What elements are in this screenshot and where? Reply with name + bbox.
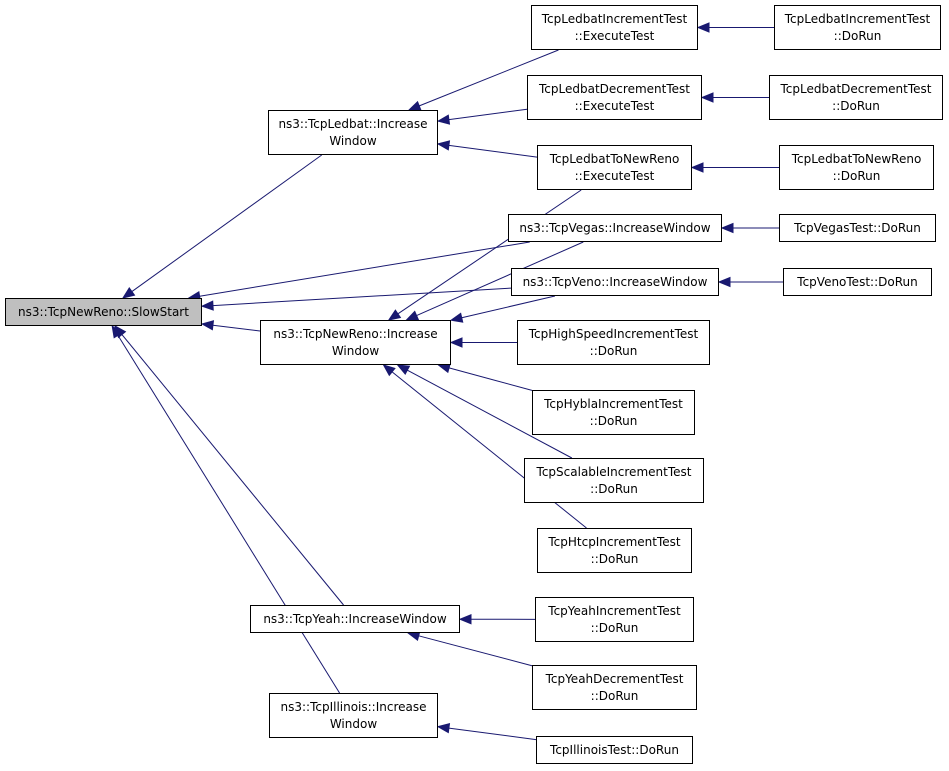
node-label-line: TcpLedbatIncrementTest bbox=[784, 11, 931, 26]
node-label-line: ::DoRun bbox=[832, 98, 880, 113]
node-label-line: ::DoRun bbox=[590, 620, 639, 635]
edge-yeah_iw-to-root bbox=[121, 334, 344, 606]
arrowhead-ledbat_dec_run-to-ledbat_dec_exec bbox=[700, 92, 714, 103]
node-vegas-dorun[interactable]: TcpVegasTest::DoRun bbox=[779, 214, 936, 242]
arrowhead-ledbat_nr_exec-to-ledbat_iw bbox=[436, 140, 451, 151]
arrowhead-highspeed_run-to-newreno_iw bbox=[449, 337, 463, 348]
node-label-line: ::DoRun bbox=[832, 168, 881, 183]
node-label-line: TcpLedbatDecrementTest bbox=[539, 81, 690, 96]
node-ledbat-tonewreno-dorun[interactable]: TcpLedbatToNewReno::DoRun bbox=[779, 145, 934, 190]
arrowhead-veno_run-to-veno_iw bbox=[717, 276, 731, 288]
node-scalable-increment-dorun[interactable]: TcpScalableIncrementTest::DoRun bbox=[524, 458, 704, 503]
node-yeah-decrement-dorun[interactable]: TcpYeahDecrementTest::DoRun bbox=[532, 665, 697, 710]
node-label-line: TcpLedbatIncrementTest bbox=[541, 11, 688, 26]
node-label-line: ::DoRun bbox=[590, 688, 639, 703]
node-label-line: ns3::TcpYeah::IncreaseWindow bbox=[263, 611, 447, 626]
node-label-line: ::ExecuteTest bbox=[574, 98, 655, 113]
arrowhead-vegas_run-to-vegas_iw bbox=[720, 222, 734, 234]
arrowhead-vegas_iw-to-newreno_iw bbox=[405, 310, 420, 321]
node-label-line: ::DoRun bbox=[590, 481, 638, 496]
arrowhead-ledbat_dec_exec-to-ledbat_iw bbox=[436, 114, 451, 125]
node-label-line: ns3::TcpVeno::IncreaseWindow bbox=[522, 274, 708, 289]
node-ledbat-increment-dorun[interactable]: TcpLedbatIncrementTest::DoRun bbox=[774, 5, 941, 50]
edge-veno_iw-to-newreno_iw bbox=[461, 295, 556, 319]
edge-illinois_run-to-illinois_iw bbox=[448, 727, 537, 741]
node-label-line: ::DoRun bbox=[589, 343, 638, 358]
node-label-line: ns3::TcpNewReno::Increase bbox=[273, 326, 438, 341]
node-ledbat-decrement-executetest[interactable]: TcpLedbatDecrementTest::ExecuteTest bbox=[527, 75, 702, 120]
arrowhead-ledbat_iw-to-root bbox=[121, 287, 136, 299]
arrowhead-veno_iw-to-newreno_iw bbox=[449, 312, 464, 323]
arrowhead-veno_iw-to-root bbox=[200, 300, 214, 311]
edge-ledbat_nr_exec-to-ledbat_iw bbox=[448, 144, 538, 158]
node-ledbat-increment-executetest[interactable]: TcpLedbatIncrementTest::ExecuteTest bbox=[531, 5, 698, 50]
arrowhead-ledbat_inc_run-to-ledbat_inc_exec bbox=[696, 22, 710, 33]
edge-ledbat_iw-to-root bbox=[131, 154, 323, 292]
node-label-line: ::ExecuteTest bbox=[574, 28, 655, 43]
node-label-line: TcpVenoTest::DoRun bbox=[797, 274, 918, 289]
node-label-line: ::DoRun bbox=[833, 28, 882, 43]
edge-ledbat_dec_exec-to-ledbat_iw bbox=[448, 108, 528, 121]
node-label-line: TcpYeahDecrementTest bbox=[545, 671, 684, 686]
node-label-line: ns3::TcpNewReno::SlowStart bbox=[18, 304, 189, 319]
edge-yeah_dec_run-to-yeah_iw bbox=[418, 635, 533, 667]
node-ledbat-decrement-dorun[interactable]: TcpLedbatDecrementTest::DoRun bbox=[769, 75, 943, 120]
arrowhead-scalable_run-to-newreno_iw bbox=[396, 364, 411, 376]
node-vegas-increasewindow[interactable]: ns3::TcpVegas::IncreaseWindow bbox=[508, 214, 722, 242]
edge-newreno_iw-to-root bbox=[212, 324, 261, 332]
node-label-line: TcpHyblaIncrementTest bbox=[544, 396, 683, 411]
node-label-line: TcpLedbatDecrementTest bbox=[780, 81, 932, 96]
node-label-line: TcpScalableIncrementTest bbox=[536, 464, 692, 479]
arrowhead-ledbat_nr_exec-to-newreno_iw bbox=[387, 309, 402, 321]
node-newreno-slowstart[interactable]: ns3::TcpNewReno::SlowStart bbox=[5, 298, 202, 326]
node-ledbat-tonewreno-executetest[interactable]: TcpLedbatToNewReno::ExecuteTest bbox=[537, 145, 692, 190]
node-label-line: ::DoRun bbox=[589, 413, 638, 428]
arrowhead-ledbat_nr_run-to-ledbat_nr_exec bbox=[690, 162, 704, 173]
edge-vegas_iw-to-root bbox=[199, 241, 530, 297]
edge-scalable_run-to-newreno_iw bbox=[407, 369, 573, 459]
node-label-line: TcpHighSpeedIncrementTest bbox=[528, 326, 699, 341]
node-label-line: Window bbox=[331, 343, 380, 358]
edge-illinois_iw-to-root bbox=[117, 335, 340, 694]
arrowhead-yeah_inc_run-to-yeah_iw bbox=[458, 613, 472, 625]
node-label-line: TcpLedbatToNewReno bbox=[791, 151, 922, 166]
node-label-line: TcpIllinoisTest::DoRun bbox=[550, 742, 679, 757]
node-label-line: ns3::TcpIllinois::Increase bbox=[280, 699, 427, 714]
node-label-line: TcpHtcpIncrementTest bbox=[548, 534, 681, 549]
node-label-line: TcpVegasTest::DoRun bbox=[794, 220, 921, 235]
edge-hybla_run-to-newreno_iw bbox=[448, 367, 533, 391]
node-illinois-dorun[interactable]: TcpIllinoisTest::DoRun bbox=[536, 736, 693, 764]
node-yeah-increasewindow[interactable]: ns3::TcpYeah::IncreaseWindow bbox=[250, 605, 460, 633]
node-label-line: TcpLedbatToNewReno bbox=[549, 151, 680, 166]
arrowhead-illinois_iw-to-root bbox=[111, 324, 123, 339]
edge-vegas_iw-to-newreno_iw bbox=[416, 241, 584, 317]
arrowhead-htcp_run-to-newreno_iw bbox=[382, 364, 396, 377]
arrowhead-ledbat_inc_exec-to-ledbat_iw bbox=[407, 100, 422, 111]
node-label-line: ::DoRun bbox=[590, 551, 639, 566]
edge-veno_iw-to-root bbox=[212, 287, 512, 307]
node-label-line: ns3::TcpVegas::IncreaseWindow bbox=[519, 220, 711, 235]
arrowhead-newreno_iw-to-root bbox=[200, 320, 215, 331]
arrowhead-illinois_run-to-illinois_iw bbox=[436, 722, 451, 734]
node-label-line: ns3::TcpLedbat::Increase bbox=[278, 116, 428, 131]
node-highspeed-increment-dorun[interactable]: TcpHighSpeedIncrementTest::DoRun bbox=[517, 320, 710, 365]
edge-ledbat_nr_exec-to-newreno_iw bbox=[397, 189, 582, 315]
node-htcp-increment-dorun[interactable]: TcpHtcpIncrementTest::DoRun bbox=[537, 528, 692, 573]
node-label-line: ::ExecuteTest bbox=[574, 168, 655, 183]
node-hybla-increment-dorun[interactable]: TcpHyblaIncrementTest::DoRun bbox=[532, 390, 695, 435]
node-veno-increasewindow[interactable]: ns3::TcpVeno::IncreaseWindow bbox=[511, 268, 719, 296]
node-label-line: TcpYeahIncrementTest bbox=[548, 603, 681, 618]
node-label-line: Window bbox=[329, 133, 377, 148]
edge-ledbat_inc_exec-to-ledbat_iw bbox=[419, 49, 559, 107]
node-label-line: Window bbox=[329, 716, 378, 731]
node-yeah-increment-dorun[interactable]: TcpYeahIncrementTest::DoRun bbox=[535, 597, 694, 642]
node-veno-dorun[interactable]: TcpVenoTest::DoRun bbox=[783, 268, 932, 296]
